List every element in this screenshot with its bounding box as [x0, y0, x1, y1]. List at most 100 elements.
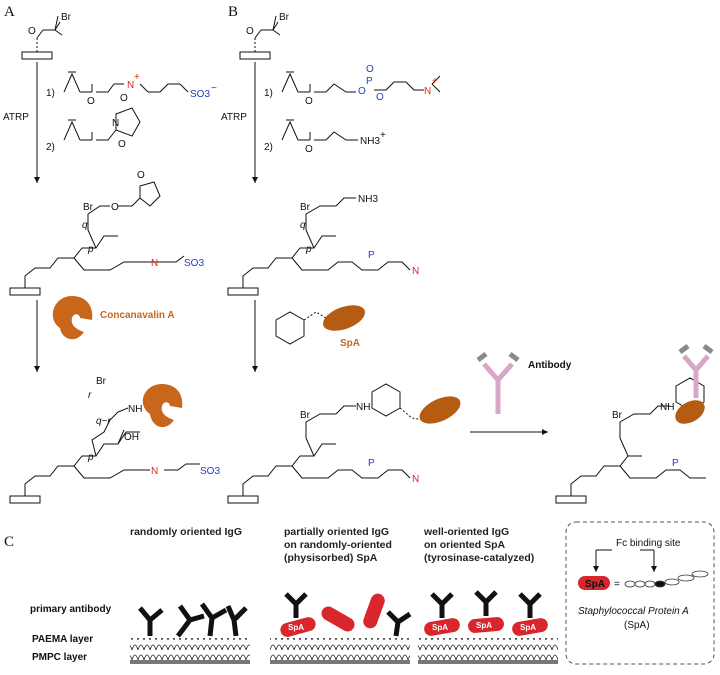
atom-o-sbma: O — [87, 96, 95, 107]
atom-o-init-a: O — [28, 26, 36, 37]
legend-protein-abbr: (SpA) — [624, 620, 650, 631]
polymer-brush-b — [227, 197, 411, 296]
sulfonate-product-a: SO3 — [200, 466, 220, 477]
spa-pill-p3 — [363, 593, 385, 629]
charge-minus-sbma: − — [211, 83, 217, 94]
atom-oh-product-a: OH — [124, 432, 139, 443]
charge-plus-mpc: + — [432, 76, 438, 87]
atom-o-nhs-bottom: O — [118, 139, 126, 150]
atom-br-init-a: Br — [61, 12, 72, 23]
layer-label-pmpc: PMPC layer — [32, 652, 87, 663]
atom-h-product-a: NH — [128, 404, 142, 415]
spa-pill-p1 — [280, 617, 316, 637]
atom-o-mpc-minus: O — [366, 64, 374, 75]
atom-o-mpc-carbonyl: O — [305, 96, 313, 107]
igg-partial-group — [284, 592, 412, 637]
spa-pill-w2 — [468, 617, 504, 633]
step1-label-b: 1) — [264, 88, 273, 99]
atom-br-polymer-a: Br — [83, 202, 94, 213]
atom-nh-final: NH — [660, 402, 674, 413]
atom-n-product-b: N — [412, 474, 419, 485]
substrate-surface-b3 — [227, 495, 259, 504]
substrate-surface-b2 — [227, 287, 259, 296]
initiator-b — [239, 15, 281, 60]
atom-n-sbma: N — [127, 80, 134, 91]
sulfonate-sbma: SO3 — [190, 89, 210, 100]
spa-label: SpA — [340, 338, 360, 349]
step2-label-b: 2) — [264, 142, 273, 153]
atom-p-polymer-b: P — [368, 250, 375, 261]
atom-n-polymer-b: N — [412, 266, 419, 277]
polymer-brush-a — [9, 181, 185, 296]
igg-random-group — [138, 602, 248, 638]
igg-random-4 — [225, 605, 248, 637]
quinone-ring — [275, 311, 327, 345]
atom-o-polymer-a2: O — [137, 170, 145, 181]
spa-product-ellipse-icon — [419, 396, 461, 424]
atom-br-init-b: Br — [279, 12, 290, 23]
layer-label-paema: PAEMA layer — [32, 634, 93, 645]
sub-p-a: p — [87, 244, 94, 255]
sub-qr-a: q−r — [96, 416, 111, 427]
step2-label-a: 2) — [46, 142, 55, 153]
substrate-surface-b1 — [239, 51, 271, 60]
atom-n-product-a: N — [151, 466, 158, 477]
polymer-conjugate-b — [227, 383, 425, 504]
igg-oriented-group — [430, 590, 542, 618]
atom-o-init-b: O — [246, 26, 254, 37]
pill-text-w2: SpA — [476, 621, 492, 630]
monomer-aema — [281, 119, 358, 141]
concanavalin-label: Concanavalin A — [100, 310, 175, 321]
panel-label-c: C — [4, 534, 14, 550]
substrate-surface-a2 — [9, 287, 41, 296]
panel-label-b: B — [228, 4, 238, 20]
brush-surface-2 — [270, 638, 410, 664]
atrp-label-a: ATRP — [3, 112, 29, 123]
sub-q-b: q — [300, 220, 306, 231]
spa-pill-random-group — [280, 593, 385, 637]
sub-r-a: r — [88, 390, 92, 401]
igg-oriented-2 — [474, 590, 498, 616]
sub-p-a2: p — [87, 452, 94, 463]
spa-pill-w3 — [512, 618, 548, 636]
antibody-label: Antibody — [528, 360, 572, 371]
legend-protein-name: Staphylococcal Protein A — [578, 606, 689, 617]
atom-br-product-b: Br — [300, 410, 311, 421]
spa-ellipse-icon — [322, 305, 366, 331]
atom-n-polymer-a: N — [151, 258, 158, 269]
charge-plus-aema: + — [380, 130, 386, 141]
substrate-surface-final — [555, 495, 587, 504]
amine-aema: NH3 — [360, 136, 380, 147]
atom-br-polymer-b: Br — [300, 202, 311, 213]
pill-text-w1: SpA — [432, 623, 448, 632]
spa-pill-w1 — [424, 618, 460, 636]
pill-text-w3: SpA — [520, 623, 536, 632]
atom-o-nhs-top: O — [120, 93, 128, 104]
concanavalin-bound-icon — [142, 384, 183, 428]
monomer-mpc — [281, 71, 441, 93]
atrp-label-b: ATRP — [221, 112, 247, 123]
atom-o-aema: O — [305, 144, 313, 155]
antibody-icon-bound — [678, 344, 714, 398]
legend-binding-site: Fc binding site — [616, 538, 681, 549]
atom-p-final: P — [672, 458, 679, 469]
atom-br-product-a: Br — [96, 376, 107, 387]
legend-pill-text: SpA — [585, 579, 605, 590]
atom-o-polymer-a: O — [111, 202, 119, 213]
igg-partial-1 — [284, 592, 308, 618]
concanavalin-a-icon — [52, 296, 93, 340]
antibody-icon-center — [476, 352, 520, 414]
igg-random-3 — [199, 602, 228, 637]
monomer-nhs — [63, 107, 141, 141]
panel-label-a: A — [4, 4, 15, 20]
igg-oriented-1 — [430, 592, 454, 618]
legend-spa-pill — [578, 576, 610, 590]
atom-nh-product-b: NH — [356, 402, 370, 413]
legend-domain-chain — [624, 570, 709, 588]
atom-o-mpc-ester: O — [358, 86, 366, 97]
sulfonate-polymer-a: SO3 — [184, 258, 204, 269]
atom-n-nhs: N — [112, 118, 119, 129]
